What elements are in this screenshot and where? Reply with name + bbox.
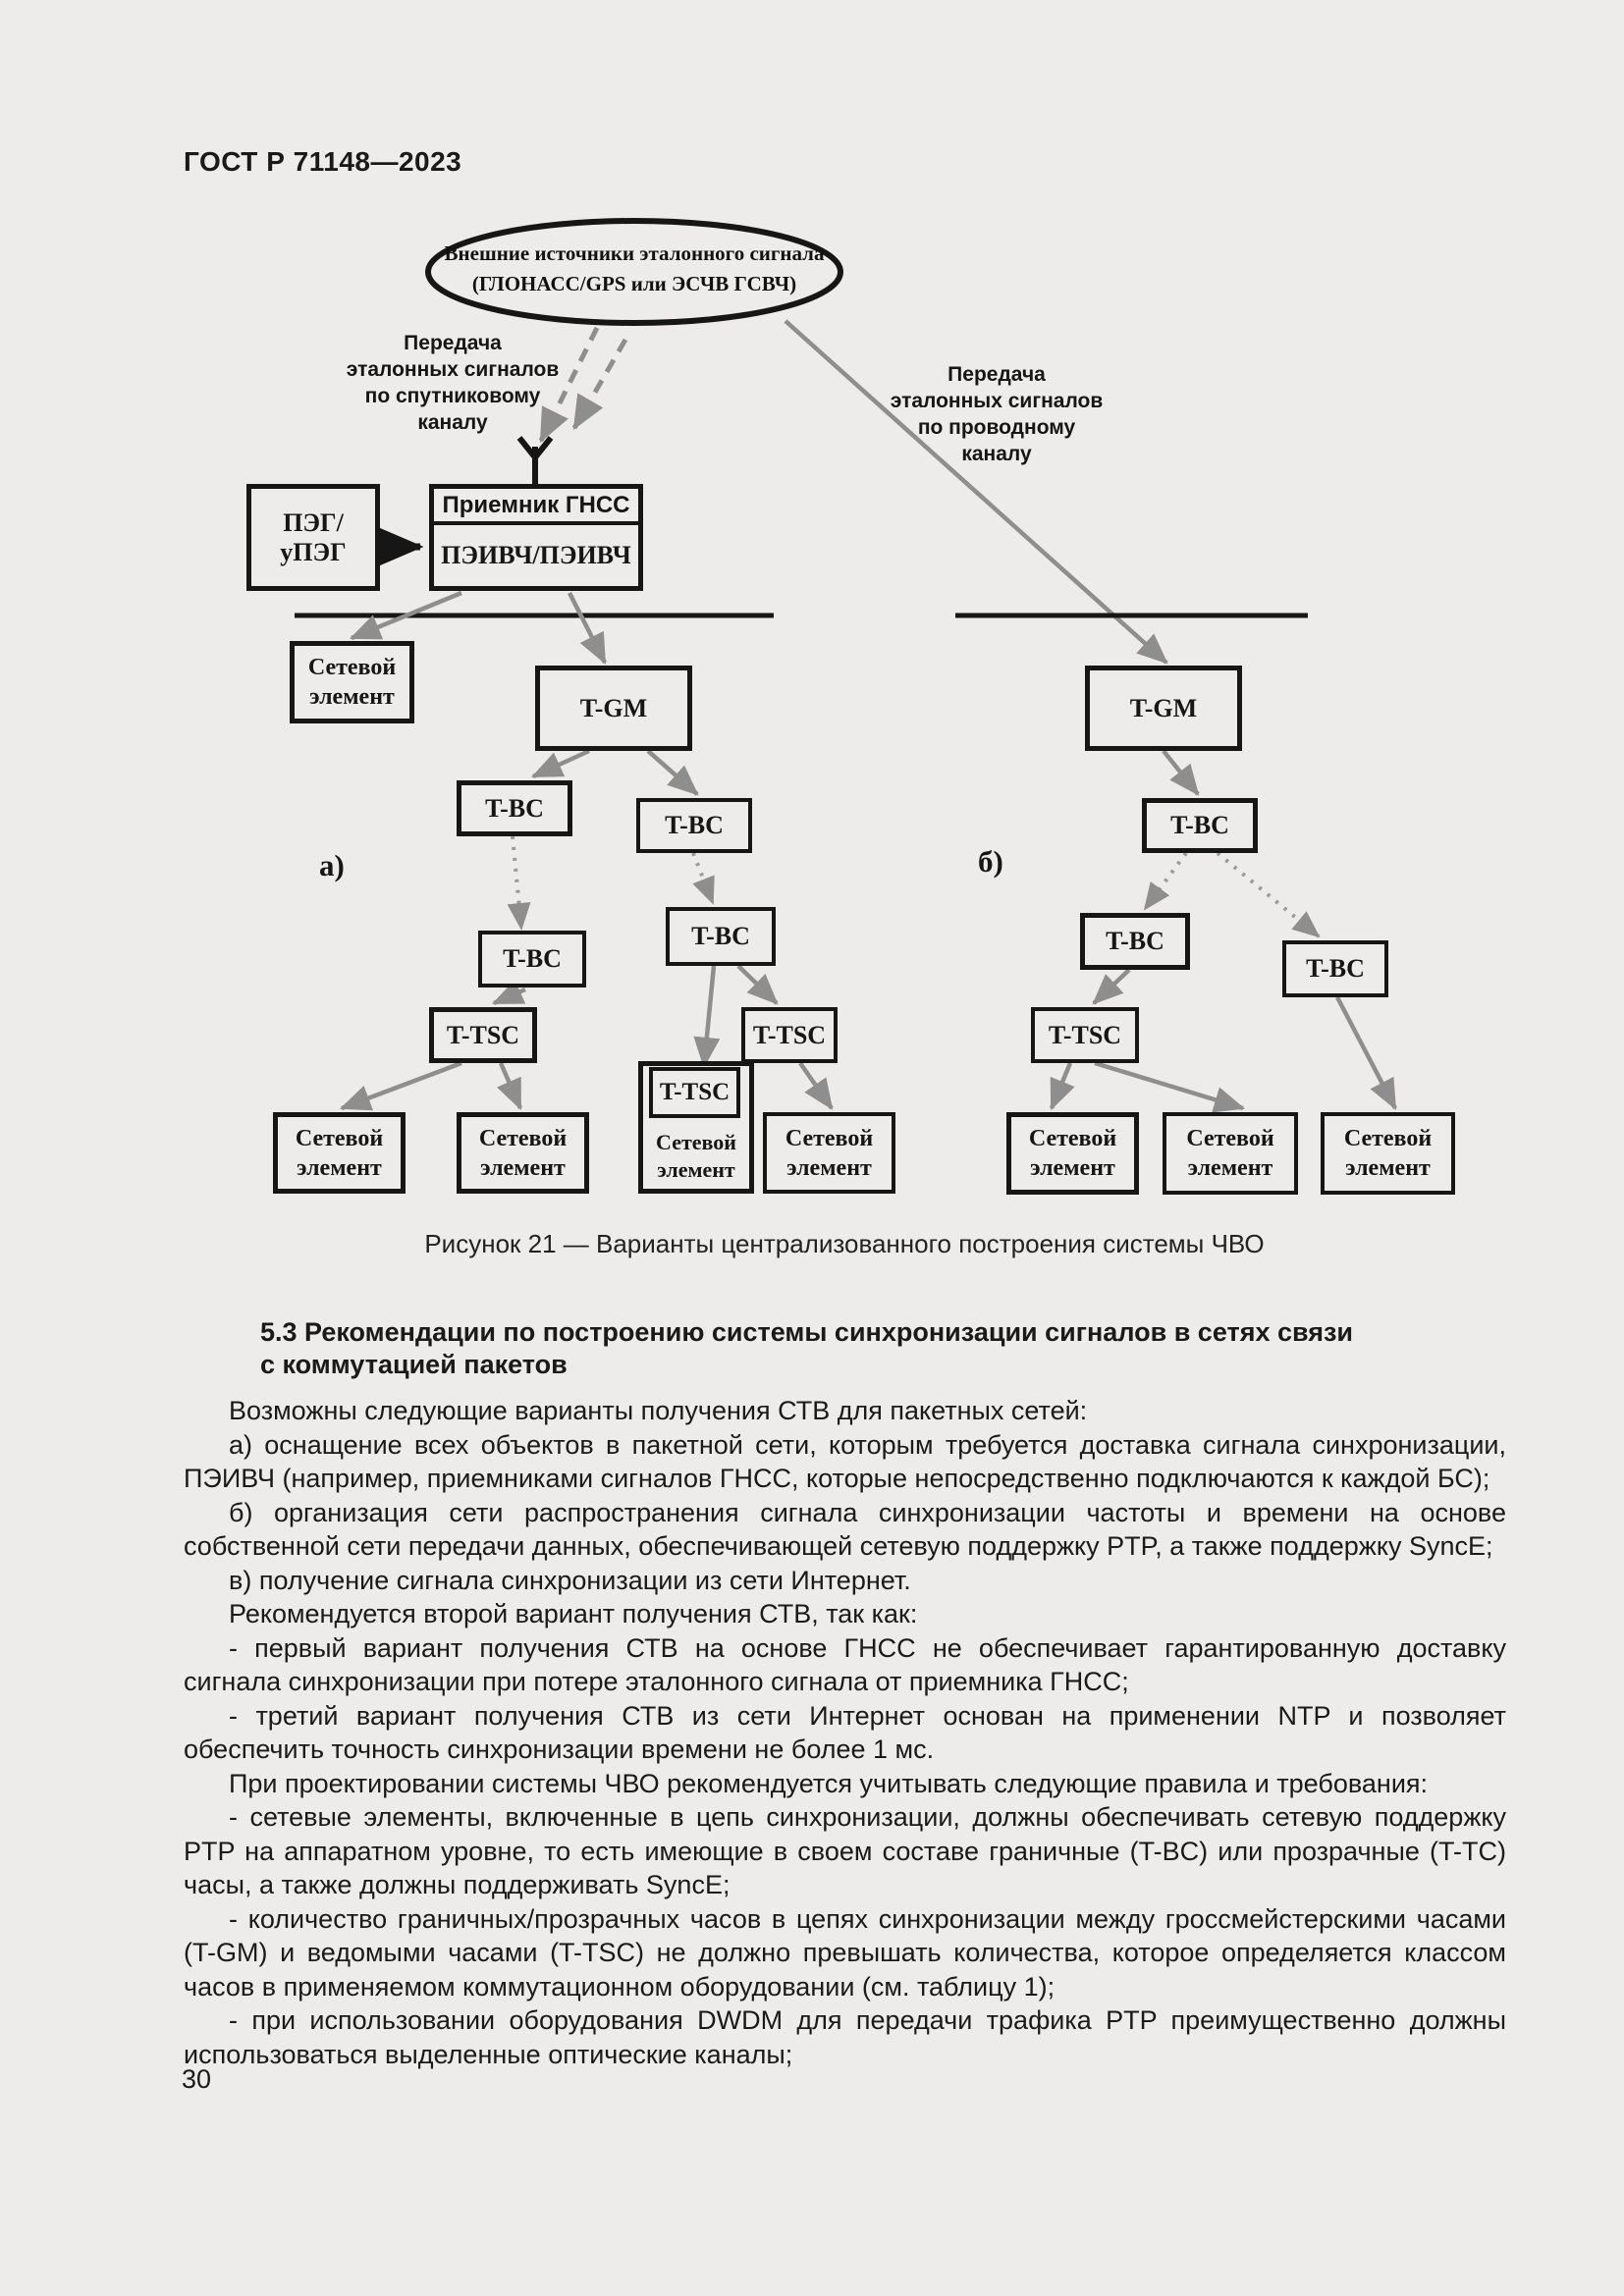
wired-link-arrow [784, 319, 1168, 665]
paragraph: При проектировании системы ЧВО рекоменду… [229, 1768, 1429, 1798]
node-network-element-b3: Сетевой элемент [1321, 1112, 1455, 1195]
node-network-element-a4: Сетевой элемент [763, 1112, 895, 1194]
node-peg: ПЭГ/ уПЭГ [246, 484, 380, 591]
paragraph: - третий вариант получения СТВ из сети И… [184, 1700, 1506, 1765]
external-sources-label: Внешние источники эталонного сигнала (ГЛ… [438, 239, 831, 299]
variant-a-label: а) [319, 848, 345, 882]
node-tbc-b3: T-BC [1282, 940, 1388, 997]
external-sources-line2: (ГЛОНАСС/GPS или ЭСЧВ ГСВЧ) [471, 272, 797, 295]
paragraph: Возможны следующие варианты получения СТ… [229, 1396, 1088, 1425]
wired-channel-label: Передача эталонных сигналов по проводном… [890, 363, 1104, 465]
node-tbc-a3: T-BC [478, 931, 586, 988]
paragraph: в) получение сигнала синхронизации из се… [229, 1565, 911, 1595]
body-text: Возможны следующие варианты получения СТ… [184, 1394, 1506, 2071]
satellite-channel-label: Передача эталонных сигналов по спутников… [346, 332, 560, 434]
page-number: 30 [182, 2064, 212, 2094]
antenna-icon [516, 436, 554, 484]
node-network-element-b2: Сетевой элемент [1163, 1112, 1298, 1195]
paragraph: Рекомендуется второй вариант получения С… [229, 1599, 918, 1629]
section-heading: 5.3 Рекомендации по построению системы с… [260, 1317, 1354, 1379]
node-network-element-a1: Сетевой элемент [273, 1112, 406, 1194]
node-ttsc-a2: T-TSC [741, 1007, 838, 1063]
node-ttsc-a1: T-TSC [429, 1007, 537, 1063]
node-tbc-b1: T-BC [1142, 798, 1258, 853]
gnss-receiver-title: Приемник ГНСС [434, 489, 638, 525]
paragraph: а) оснащение всех объектов в пакетной се… [184, 1429, 1506, 1494]
satellite-link-dashed-arrows [538, 326, 628, 444]
node-tbc-a1: T-BC [457, 780, 572, 836]
node-network-element-a2: Сетевой элемент [457, 1112, 589, 1194]
gnss-receiver-sub: ПЭИВЧ/ПЭИВЧ [441, 541, 631, 570]
node-network-element-b1: Сетевой элемент [1006, 1112, 1139, 1195]
paragraph: б) организация сети распространения сигн… [184, 1497, 1506, 1562]
sync-chain-arrows [339, 590, 1397, 1113]
node-tbc-a2: T-BC [636, 798, 752, 853]
node-ttsc-b1: T-TSC [1031, 1007, 1139, 1063]
dotted-chain-arrows [507, 835, 1321, 938]
paragraph: - количество граничных/прозрачных часов … [184, 1903, 1506, 2002]
document-header: ГОСТ Р 71148—2023 [184, 146, 462, 177]
external-sources-ellipse [425, 218, 843, 326]
node-tgm-b: T-GM [1085, 666, 1242, 751]
node-tbc-a4: T-BC [666, 907, 776, 966]
paragraph: - первый вариант получения СТВ на основе… [184, 1632, 1506, 1697]
figure-caption: Рисунок 21 — Варианты централизованного … [424, 1229, 1265, 1258]
paragraph: - при использовании оборудования DWDM дл… [184, 2005, 1506, 2069]
paragraph: - сетевые элементы, включенные в цепь си… [184, 1802, 1506, 1899]
node-tgm-a: T-GM [535, 666, 692, 751]
node-gnss-receiver: Приемник ГНСС ПЭИВЧ/ПЭИВЧ [429, 484, 643, 591]
node-ttsc-a3-embedded: T-TSC [649, 1067, 740, 1118]
variant-b-label: б) [978, 844, 1003, 879]
node-network-element-a0: Сетевой элемент [290, 641, 414, 723]
external-sources-line1: Внешние источники эталонного сигнала [444, 241, 825, 265]
node-tbc-b2: T-BC [1080, 913, 1190, 970]
